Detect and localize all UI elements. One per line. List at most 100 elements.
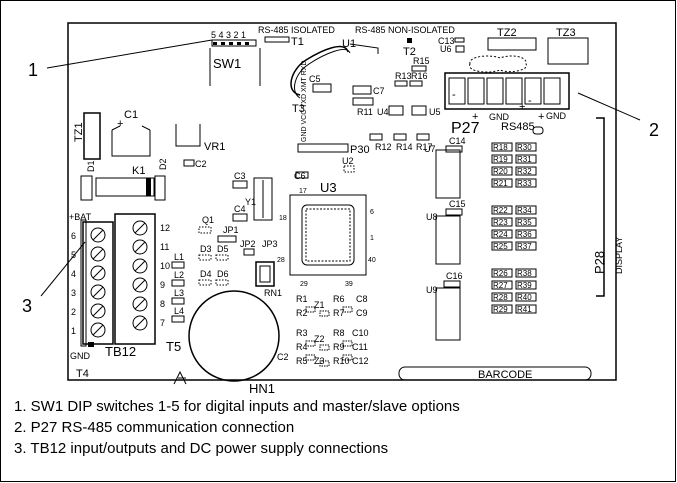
- p27-plus: +: [472, 111, 478, 123]
- resistor-body: [491, 178, 513, 188]
- legend: 1. SW1 DIP switches 1-5 for digital inpu…: [14, 396, 669, 459]
- c3-label: C3: [234, 171, 246, 181]
- p27-pin: [467, 77, 485, 105]
- smd-pad: [319, 310, 330, 317]
- terminal-screw: [90, 284, 106, 300]
- r12-label: R12: [375, 142, 392, 152]
- u4-body: [388, 105, 404, 116]
- terminal-number: 9: [160, 280, 165, 290]
- resistor-label: R26: [493, 269, 508, 278]
- rn1-label: RN1: [264, 288, 282, 298]
- tz1-label: TZ1: [73, 122, 85, 142]
- r3-label: R3: [296, 328, 308, 338]
- c9-label: C9: [356, 308, 368, 318]
- z1-label: Z1: [314, 300, 325, 310]
- p27-pin: [543, 77, 561, 105]
- sw1-switch: [237, 42, 241, 45]
- resistor-label: R19: [493, 155, 508, 164]
- c8-label: C8: [356, 294, 368, 304]
- resistor-label: R36: [517, 230, 532, 239]
- rn1-body: [255, 261, 275, 287]
- r6-label: R6: [333, 294, 345, 304]
- k1-body: [95, 177, 155, 197]
- legend-item-1: 1. SW1 DIP switches 1-5 for digital inpu…: [14, 398, 460, 415]
- l2-body: [171, 279, 185, 287]
- tb12-edge: [80, 219, 87, 347]
- resistor-body: [515, 292, 537, 302]
- sw1-switch: [221, 42, 225, 45]
- ground-icon: [173, 370, 187, 385]
- c7-body: [352, 85, 372, 95]
- terminal-number: 10: [160, 261, 170, 271]
- p27-minus2: -: [528, 95, 532, 107]
- tb12-left-block: [82, 221, 114, 345]
- u1-outline: [349, 43, 379, 54]
- c16-body: [443, 280, 461, 288]
- vr1-body: [175, 124, 201, 147]
- u3-chip-pins: [305, 208, 351, 262]
- resistor-label: R30: [517, 143, 532, 152]
- terminal-screw-slot: [92, 248, 104, 260]
- resistor-label: R28: [493, 293, 508, 302]
- rs485-isolated-label: RS-485 ISOLATED: [258, 25, 335, 35]
- p30-pin-labels: GND VCC TXD XMT RXD: [301, 61, 308, 142]
- d6-label: D6: [217, 269, 229, 279]
- p27-jumper-outline: [469, 55, 527, 73]
- u3-pin29: 29: [300, 281, 308, 288]
- terminal-screw-slot: [134, 279, 146, 291]
- resistor-label: R40: [517, 293, 532, 302]
- resistor-body: [515, 241, 537, 251]
- tb12-left-screws: [90, 227, 106, 338]
- resistor-label: R24: [493, 230, 508, 239]
- terminal-screw-slot: [134, 298, 146, 310]
- smd-pad: [305, 354, 316, 361]
- u2-body: [343, 165, 355, 173]
- terminal-number: 12: [160, 223, 170, 233]
- terminal-screw-slot: [134, 260, 146, 272]
- c2-label: C2: [195, 159, 207, 169]
- terminal-screw: [90, 265, 106, 281]
- r14-label: R14: [396, 142, 413, 152]
- c15-body: [445, 208, 463, 216]
- terminal-number: 6: [71, 231, 76, 241]
- q1-body: [198, 226, 212, 234]
- board-outline: [67, 22, 617, 381]
- tb12-label: TB12: [105, 344, 136, 359]
- u3-pin6: 6: [370, 209, 374, 216]
- sw1-label: SW1: [213, 56, 241, 71]
- sw1-body: [209, 48, 261, 86]
- resistor-label: R22: [493, 206, 508, 215]
- c15-label: C15: [449, 199, 466, 209]
- p28-connector: [596, 117, 605, 297]
- z3-label: Z3: [314, 356, 325, 366]
- c13-body: [454, 37, 465, 43]
- resistor-body: [491, 268, 513, 278]
- resistor-body: [491, 154, 513, 164]
- terminal-number: 1: [71, 326, 76, 336]
- tz3-body: [547, 37, 589, 65]
- resistor-label: R27: [493, 281, 508, 290]
- u8-body: [435, 215, 461, 265]
- u1-wire: [290, 45, 349, 96]
- tb12-right-screws: [132, 220, 148, 331]
- terminal-screw: [132, 296, 148, 312]
- u9-body: [435, 287, 461, 341]
- jp3-label: JP3: [262, 239, 278, 249]
- c12-label: C12: [352, 356, 369, 366]
- k1-band: [146, 178, 151, 196]
- legend-item-3: 3. TB12 input/outputs and DC power suppl…: [14, 440, 389, 457]
- c5-label: C5: [309, 74, 321, 84]
- r14-body: [393, 133, 407, 141]
- d5-body: [215, 254, 229, 261]
- u3-pin17: 17: [299, 188, 307, 195]
- u3-socket: [289, 194, 367, 276]
- sw1-switch: [213, 42, 217, 45]
- u3-chip: [301, 204, 355, 266]
- d6-body: [215, 279, 229, 286]
- p30-header: [297, 143, 349, 153]
- t5-label: T5: [166, 339, 181, 354]
- c14-label: C14: [449, 136, 466, 146]
- terminal-screw: [90, 227, 106, 243]
